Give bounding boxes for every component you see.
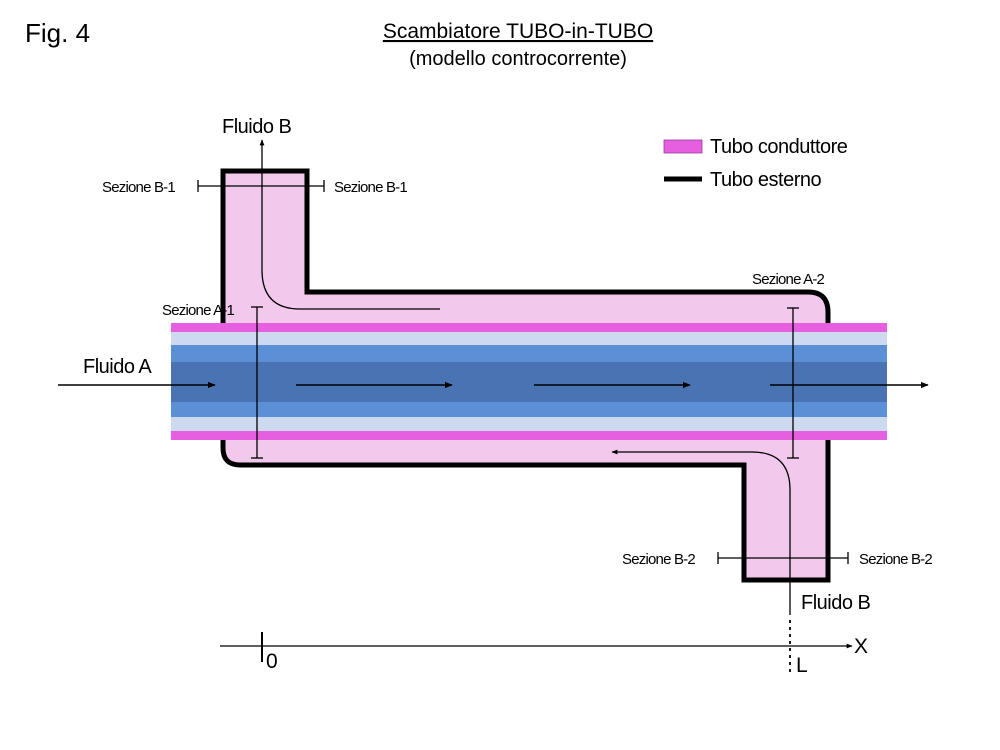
fluid-a-core bbox=[171, 362, 887, 402]
x-axis bbox=[220, 620, 853, 672]
x-axis-origin-label: 0 bbox=[266, 650, 278, 673]
section-lines bbox=[197, 180, 849, 564]
fluid-b-outlet-path bbox=[259, 139, 440, 310]
inner-tube-wall-top bbox=[171, 323, 887, 332]
fluid-a-label: Fluido A bbox=[83, 356, 152, 378]
section-b1-right-label: Sezione B-1 bbox=[334, 179, 407, 196]
section-b2-left-label: Sezione B-2 bbox=[622, 551, 695, 568]
legend-inner-tube-swatch bbox=[663, 139, 703, 154]
section-b2-right-label: Sezione B-2 bbox=[859, 551, 932, 568]
fluid-b-outlet-label: Fluido B bbox=[222, 116, 292, 138]
section-a2-label: Sezione A-2 bbox=[752, 271, 825, 288]
fluid-b-inlet-path bbox=[611, 449, 791, 615]
fluid-b-inlet-label: Fluido B bbox=[801, 592, 871, 614]
inner-tube bbox=[171, 323, 887, 440]
legend: Tubo conduttore Tubo esterno bbox=[663, 136, 848, 191]
inner-tube-wall-bottom bbox=[171, 431, 887, 440]
figure-label: Fig. 4 bbox=[25, 18, 90, 48]
legend-outer-tube-label: Tubo esterno bbox=[710, 169, 821, 191]
diagram-title: Scambiatore TUBO-in-TUBO bbox=[383, 20, 653, 43]
section-b1-left-label: Sezione B-1 bbox=[102, 179, 175, 196]
legend-inner-tube-label: Tubo conduttore bbox=[710, 136, 848, 158]
diagram-subtitle: (modello controcorrente) bbox=[409, 48, 627, 70]
section-a1-label: Sezione A-1 bbox=[162, 302, 235, 319]
x-axis-label: X bbox=[854, 635, 868, 658]
x-axis-length-label: L bbox=[796, 654, 808, 677]
